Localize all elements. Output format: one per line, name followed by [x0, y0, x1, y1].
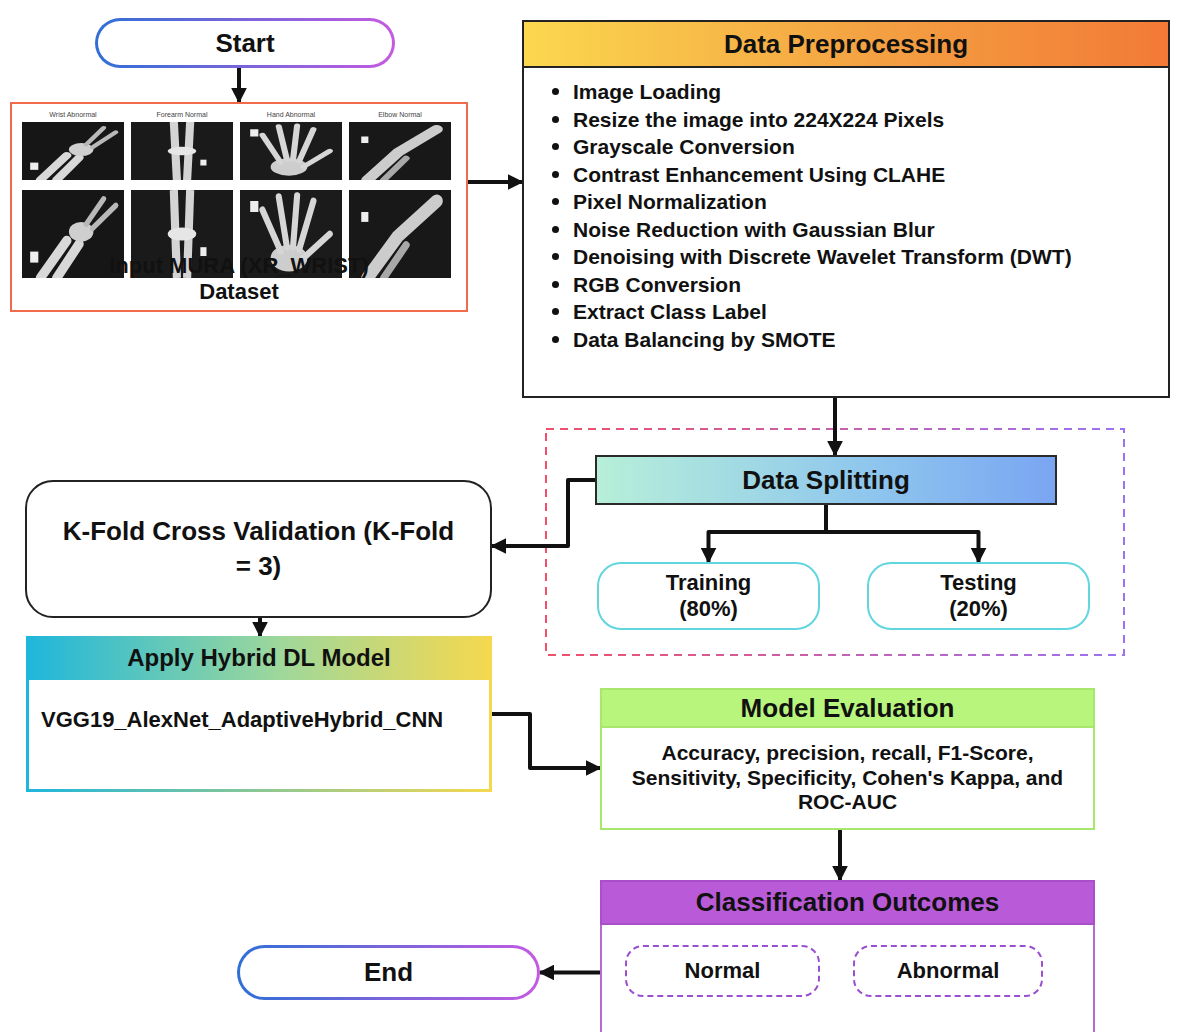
dataset-caption: Input MURA (XR_WRIST) Dataset	[84, 253, 394, 304]
header-text: Model Evaluation	[741, 693, 955, 724]
bullet-item: Noise Reduction with Gaussian Blur	[552, 216, 1154, 244]
bullet-dot	[552, 281, 559, 288]
bullet-dot	[552, 143, 559, 150]
panel-body: Image LoadingResize the image into 224X2…	[522, 68, 1170, 398]
panel-header: Model Evaluation	[600, 688, 1095, 728]
bullet-item: Denoising with Discrete Wavelet Transfor…	[552, 243, 1154, 271]
class-box: Normal	[625, 945, 820, 997]
image-label: Forearm Normal	[131, 111, 233, 118]
image-label: Elbow Normal	[349, 111, 451, 118]
terminal-pill: Start	[95, 18, 395, 68]
bullet-item: Image Loading	[552, 78, 1154, 106]
header-band: Data Splitting	[595, 455, 1057, 505]
node-text: Abnormal	[897, 958, 1000, 984]
split-box: Training (80%)	[597, 562, 820, 630]
node-text: End	[364, 957, 413, 988]
flow-arrow	[237, 68, 241, 102]
panel-header: Classification Outcomes	[600, 880, 1095, 925]
flow-arrow	[540, 971, 600, 975]
bullet-dot	[552, 336, 559, 343]
model-panel: Apply Hybrid DL ModelVGG19_AlexNet_Adapt…	[26, 636, 492, 792]
node-text: Testing (20%)	[909, 570, 1049, 623]
flow-arrow	[492, 714, 600, 768]
flow-arrow	[833, 398, 837, 455]
bullet-dot	[552, 171, 559, 178]
header-text: Data Preprocessing	[724, 29, 968, 60]
header-text: Classification Outcomes	[696, 887, 999, 918]
bullet-item: Resize the image into 224X224 Pixels	[552, 106, 1154, 134]
bullet-text: Data Balancing by SMOTE	[573, 326, 836, 354]
header-text: Apply Hybrid DL Model	[127, 644, 391, 672]
image-label: Wrist Abnormal	[22, 111, 124, 118]
bullet-dot	[552, 88, 559, 95]
bullet-item: Extract Class Label	[552, 298, 1154, 326]
node-text: Data Splitting	[742, 465, 910, 496]
bullet-item: Contrast Enhancement Using CLAHE	[552, 161, 1154, 189]
flow-arrow	[258, 618, 262, 636]
panel-body: VGG19_AlexNet_AdaptiveHybrid_CNN	[26, 680, 492, 792]
bullet-text: Resize the image into 224X224 Pixels	[573, 106, 944, 134]
flow-arrow	[492, 480, 595, 546]
flow-arrow	[838, 830, 842, 880]
panel-body: Accuracy, precision, recall, F1-Score, S…	[600, 728, 1095, 830]
bullet-text: Denoising with Discrete Wavelet Transfor…	[573, 243, 1072, 271]
evaluation-panel: Model EvaluationAccuracy, precision, rec…	[600, 688, 1095, 830]
node-text: Training (80%)	[639, 570, 779, 623]
flow-arrow	[826, 505, 979, 562]
bullet-dot	[552, 253, 559, 260]
dataset-box: Input MURA (XR_WRIST) Dataset	[10, 102, 468, 312]
flow-arrow	[709, 505, 827, 562]
process-box: K-Fold Cross Validation (K-Fold = 3)	[25, 480, 492, 618]
panel-header: Apply Hybrid DL Model	[26, 636, 492, 680]
process-panel: Data PreprocessingImage LoadingResize th…	[522, 20, 1170, 398]
node-text: K-Fold Cross Validation (K-Fold = 3)	[59, 514, 459, 584]
outcome-panel: Classification OutcomesNormal Abnormal	[600, 880, 1095, 1032]
image-label: Hand Abnormal	[240, 111, 342, 118]
bullet-dot	[552, 116, 559, 123]
bullet-text: Contrast Enhancement Using CLAHE	[573, 161, 945, 189]
bullet-dot	[552, 198, 559, 205]
terminal-pill: End	[237, 945, 540, 1000]
bullet-text: Pixel Normalization	[573, 188, 767, 216]
caption-row: Input MURA (XR_WRIST) Dataset	[12, 253, 466, 304]
node-text: Start	[215, 28, 274, 59]
panel-header: Data Preprocessing	[522, 20, 1170, 68]
bullet-text: RGB Conversion	[573, 271, 741, 299]
bullet-dot	[552, 226, 559, 233]
bullet-text: Image Loading	[573, 78, 721, 106]
bullet-item: Grayscale Conversion	[552, 133, 1154, 161]
bullet-item: RGB Conversion	[552, 271, 1154, 299]
bullet-item: Pixel Normalization	[552, 188, 1154, 216]
split-box: Testing (20%)	[867, 562, 1090, 630]
bullet-text: Noise Reduction with Gaussian Blur	[573, 216, 935, 244]
body-text: VGG19_AlexNet_AdaptiveHybrid_CNN	[41, 706, 475, 735]
bullet-text: Grayscale Conversion	[573, 133, 795, 161]
flow-arrow	[468, 180, 522, 184]
body-text: Accuracy, precision, recall, F1-Score, S…	[612, 741, 1083, 815]
class-box: Abnormal	[853, 945, 1043, 997]
bullet-dot	[552, 308, 559, 315]
bullet-item: Data Balancing by SMOTE	[552, 326, 1154, 354]
bullet-text: Extract Class Label	[573, 298, 767, 326]
node-text: Normal	[685, 958, 761, 984]
